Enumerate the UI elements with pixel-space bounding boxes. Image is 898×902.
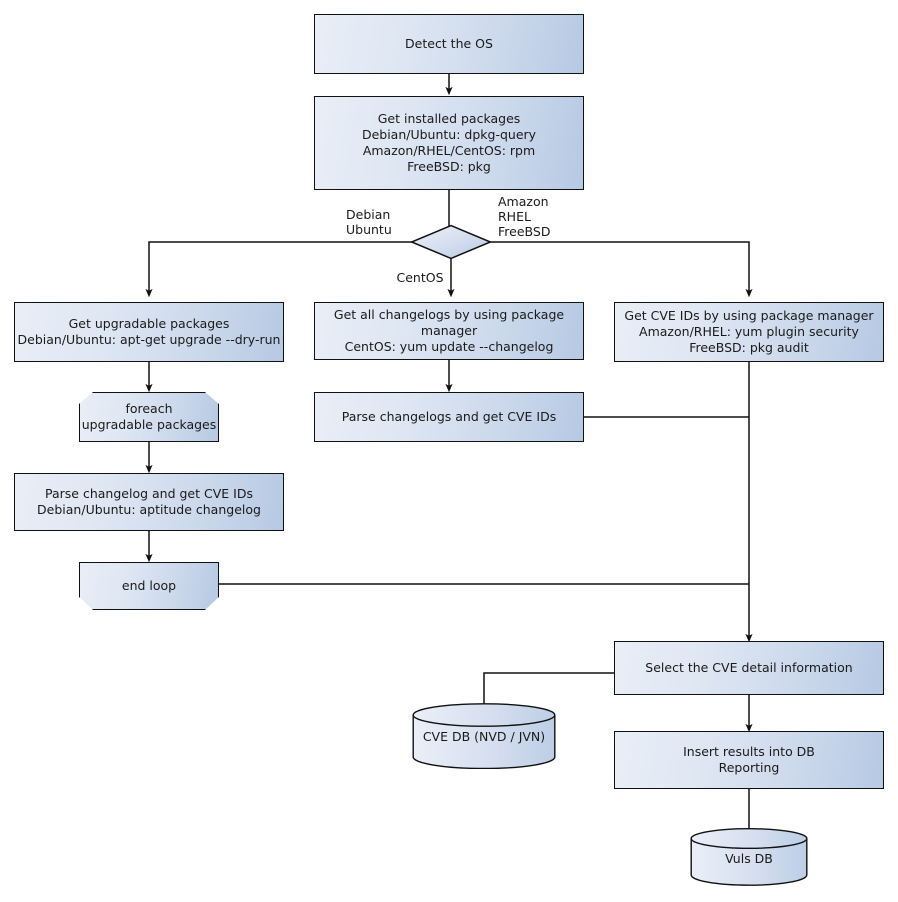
node-detect-os-label: Detect the OS	[405, 36, 493, 51]
node-cve-db[interactable]: CVE DB (NVD / JVN)	[412, 703, 556, 770]
node-vuls-db[interactable]: Vuls DB	[690, 827, 808, 886]
node-get-cve-ids-pkgmgr-label: Get CVE IDs by using package manager Ama…	[624, 308, 874, 355]
edge-label-debian-ubuntu-text: Debian Ubuntu	[346, 207, 392, 237]
node-insert-results-label: Insert results into DB Reporting	[683, 744, 815, 775]
node-foreach-loop-start[interactable]: foreach upgradable packages	[79, 392, 219, 442]
decision-diamond-icon	[409, 224, 493, 260]
node-select-cve-detail[interactable]: Select the CVE detail information	[614, 641, 884, 695]
database-cylinder-icon	[690, 827, 808, 886]
node-cve-db-label: CVE DB (NVD / JVN)	[422, 729, 546, 744]
edge-selectcve-to-cvedb	[483, 672, 614, 705]
node-get-installed-packages-label: Get installed packages Debian/Ubuntu: dp…	[361, 111, 537, 174]
node-os-decision[interactable]	[409, 224, 493, 260]
node-select-cve-detail-label: Select the CVE detail information	[645, 660, 853, 675]
node-get-all-changelogs[interactable]: Get all changelogs by using package mana…	[314, 302, 584, 360]
node-detect-os[interactable]: Detect the OS	[314, 14, 584, 74]
node-parse-changelogs[interactable]: Parse changelogs and get CVE IDs	[314, 392, 584, 442]
edge-label-centos-text: CentOS	[396, 270, 444, 285]
node-insert-results[interactable]: Insert results into DB Reporting	[614, 731, 884, 789]
node-get-installed-packages[interactable]: Get installed packages Debian/Ubuntu: dp…	[314, 96, 584, 190]
node-parse-changelog-single-label: Parse changelog and get CVE IDs Debian/U…	[37, 486, 261, 517]
edge-decision-right	[490, 241, 753, 298]
edge-label-amazon-rhel-freebsd: Amazon RHEL FreeBSD	[498, 194, 588, 239]
node-end-loop[interactable]: end loop	[79, 562, 219, 610]
database-cylinder-icon	[412, 703, 556, 770]
node-parse-changelogs-label: Parse changelogs and get CVE IDs	[341, 409, 557, 424]
edge-label-amazon-rhel-freebsd-text: Amazon RHEL FreeBSD	[498, 194, 551, 239]
node-parse-changelog-single[interactable]: Parse changelog and get CVE IDs Debian/U…	[14, 473, 284, 531]
edge-decision-left	[145, 241, 412, 298]
node-get-upgradable-packages[interactable]: Get upgradable packages Debian/Ubuntu: a…	[14, 302, 284, 362]
edge-label-debian-ubuntu: Debian Ubuntu	[346, 207, 410, 237]
node-get-upgradable-packages-label: Get upgradable packages Debian/Ubuntu: a…	[17, 316, 281, 347]
node-foreach-loop-start-label: foreach upgradable packages	[81, 401, 217, 432]
node-end-loop-label: end loop	[121, 578, 177, 593]
node-get-all-changelogs-label: Get all changelogs by using package mana…	[333, 307, 565, 354]
node-vuls-db-label: Vuls DB	[725, 851, 773, 866]
node-get-cve-ids-pkgmgr[interactable]: Get CVE IDs by using package manager Ama…	[614, 302, 884, 362]
edge-label-centos: CentOS	[389, 270, 451, 285]
